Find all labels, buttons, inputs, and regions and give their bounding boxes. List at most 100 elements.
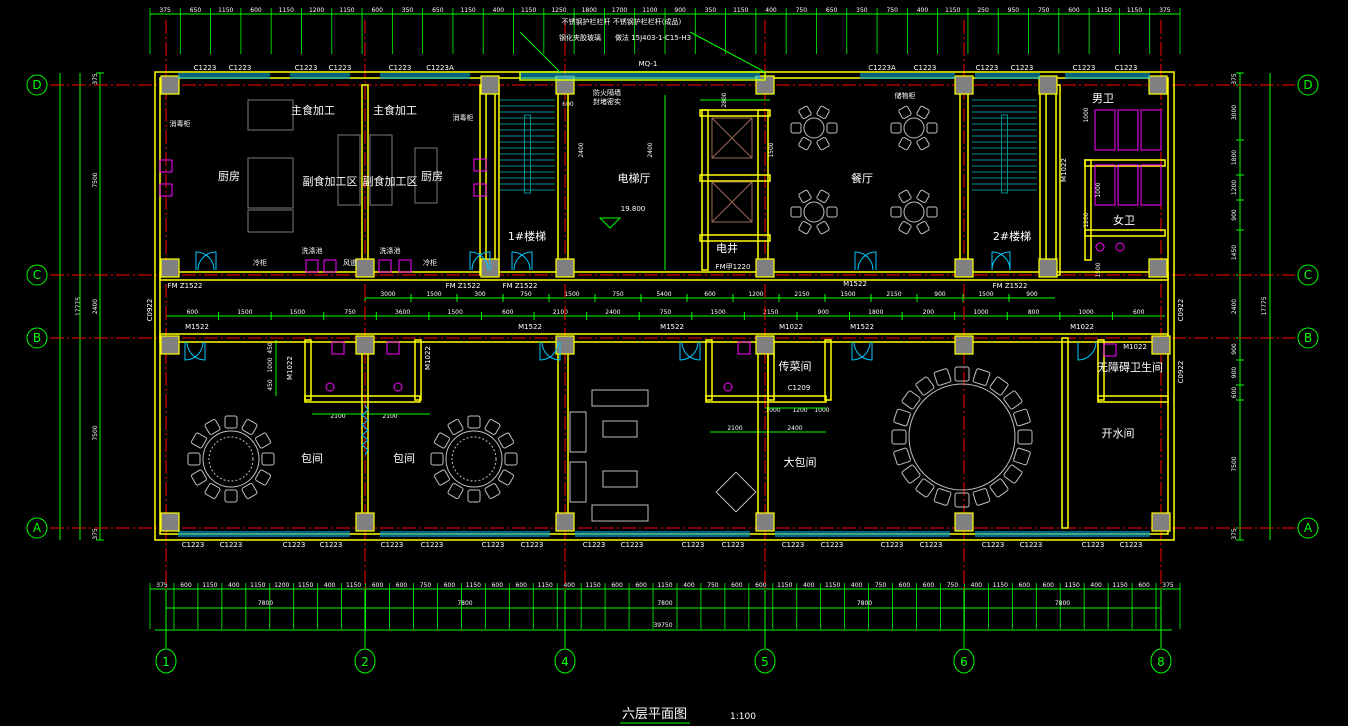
chair xyxy=(190,469,207,486)
room-dimension: 1000 xyxy=(267,357,274,372)
chair xyxy=(798,136,812,151)
chair xyxy=(898,189,912,204)
room-dimension: 1200 xyxy=(1083,212,1090,227)
kitchen-counter xyxy=(247,209,294,233)
dining-table xyxy=(903,201,925,223)
door-label: M1022 xyxy=(1060,158,1068,182)
axis-bubble-B xyxy=(1297,327,1319,349)
chair xyxy=(798,105,812,120)
annotation-cabinet-2: 消毒柜 xyxy=(453,113,474,122)
table-pattern xyxy=(208,436,254,482)
dimension-value: 600 xyxy=(1133,309,1145,316)
chair xyxy=(898,105,912,120)
door-swing xyxy=(471,251,491,271)
room-dimension: 1200 xyxy=(792,407,807,414)
sanitary-fixture xyxy=(398,259,412,273)
chair xyxy=(954,366,970,382)
chair xyxy=(190,432,207,449)
dimension-value: 900 xyxy=(934,291,946,298)
dimension-value: 1700 xyxy=(612,7,627,14)
room-dimension: 1500 xyxy=(1095,262,1102,277)
interior-wall xyxy=(479,84,487,276)
kitchen-counter xyxy=(337,134,361,206)
structural-column xyxy=(954,335,974,355)
dimension-value: 600 xyxy=(635,582,647,589)
dining-table xyxy=(803,201,825,223)
toilet-stall xyxy=(1117,109,1139,151)
window-label: C1223 xyxy=(220,541,243,549)
axis-label-C: C xyxy=(33,268,41,282)
toilet-stall xyxy=(1094,164,1116,206)
door-swing xyxy=(853,341,873,361)
kitchen-counter xyxy=(369,134,393,206)
table-pattern xyxy=(451,436,497,482)
axis-bubble-1 xyxy=(155,648,177,674)
dimension-value: 1200 xyxy=(309,7,324,14)
interior-wall xyxy=(699,174,771,182)
structural-column xyxy=(755,335,775,355)
chair xyxy=(484,418,501,435)
toilet-stall xyxy=(1140,109,1162,151)
chair xyxy=(901,390,921,410)
dimension-value: 1150 xyxy=(202,582,217,589)
dimension-value: 1150 xyxy=(298,582,313,589)
dimension-value: 350 xyxy=(705,7,717,14)
axis-bubble-C xyxy=(26,264,48,286)
dimension-value: 2150 xyxy=(886,291,901,298)
door-label: C0922 xyxy=(146,299,154,322)
sanitary-fixture xyxy=(378,259,392,273)
axis-label-1: 1 xyxy=(162,655,170,669)
door-swing xyxy=(857,251,877,271)
dimension-value: 375 xyxy=(156,582,168,589)
vertical-dimension-value: 2400 xyxy=(92,299,99,314)
room-label: 厨房 xyxy=(218,170,240,183)
dimension-value: 375 xyxy=(1159,7,1171,14)
vertical-dimension-value: 375 xyxy=(92,73,99,85)
elevator-cross xyxy=(711,181,753,223)
axis-bubble-D xyxy=(1297,74,1319,96)
dimension-value: 1500 xyxy=(978,291,993,298)
dimension-value: 1150 xyxy=(733,7,748,14)
bay-dimension: 7800 xyxy=(258,600,273,607)
dimension-value: 750 xyxy=(886,7,898,14)
chair xyxy=(241,418,258,435)
chair xyxy=(916,105,930,120)
structural-column xyxy=(160,335,180,355)
dimension-value: 600 xyxy=(187,309,199,316)
door-swing xyxy=(195,251,215,271)
dimension-value: 900 xyxy=(1026,291,1038,298)
chair xyxy=(498,469,515,486)
door-label: FM Z1522 xyxy=(446,282,481,290)
chair xyxy=(1013,447,1031,466)
structural-column xyxy=(1151,512,1171,532)
dimension-value: 1150 xyxy=(825,582,840,589)
room-dimension: 450 xyxy=(267,342,274,354)
structural-column xyxy=(160,512,180,532)
dimension-value: 400 xyxy=(765,7,777,14)
chair xyxy=(816,189,830,204)
chair xyxy=(891,429,907,445)
leader-line xyxy=(689,31,766,73)
dimension-value: 1200 xyxy=(748,291,763,298)
axis-label-D: D xyxy=(1303,78,1312,92)
interior-wall xyxy=(705,339,713,401)
window-label: C1223 xyxy=(722,541,745,549)
vertical-dimension-value: 7500 xyxy=(92,172,99,187)
vertical-dimension-value: 1450 xyxy=(1231,245,1238,260)
window-label: C1223 xyxy=(1120,541,1143,549)
fixture-layer xyxy=(159,31,1162,522)
curtain-wall-label: MQ-1 xyxy=(639,60,658,68)
dimension-value: 600 xyxy=(516,582,528,589)
dimension-value: 750 xyxy=(875,582,887,589)
sanitary-fixture xyxy=(386,341,400,355)
window-label: C1223 xyxy=(295,64,318,72)
interior-wall xyxy=(1097,339,1105,401)
dimension-value: 600 xyxy=(502,309,514,316)
dimension-value: 400 xyxy=(563,582,575,589)
annotation-sink-2: 洗涤池 xyxy=(380,246,401,255)
chair xyxy=(467,489,481,503)
door-label: C0922 xyxy=(1177,299,1185,322)
annotation-elevation: 19.800 xyxy=(621,205,646,213)
room-label: 2#楼梯 xyxy=(993,229,1031,243)
dimension-value: 600 xyxy=(1068,7,1080,14)
